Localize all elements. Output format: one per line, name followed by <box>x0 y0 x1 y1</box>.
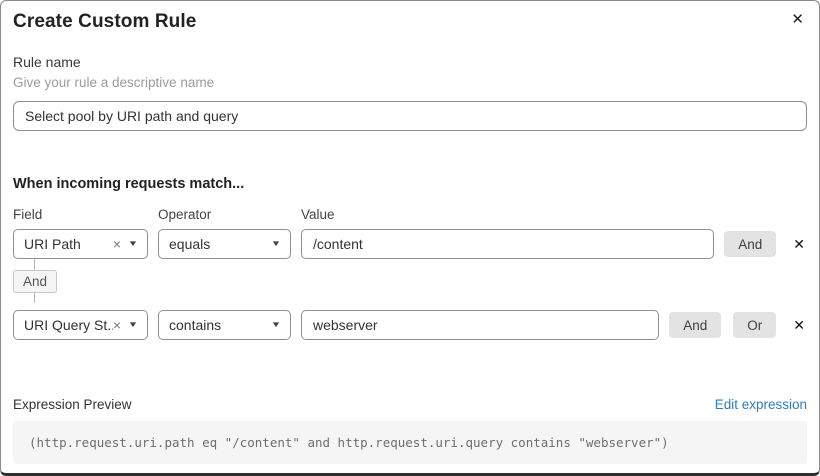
expression-code: (http.request.uri.path eq "/content" and… <box>13 421 807 464</box>
match-heading: When incoming requests match... <box>13 176 245 192</box>
row-connector: And <box>13 259 807 303</box>
remove-row-icon[interactable]: ✕ <box>793 236 805 252</box>
field-select[interactable]: URI Path × ▼ <box>13 229 148 259</box>
operator-select[interactable]: equals ▼ <box>158 229 291 259</box>
close-icon[interactable]: ✕ <box>791 11 804 28</box>
clear-icon[interactable]: × <box>112 236 122 252</box>
rule-row: URI Query St... × ▼ contains ▼ And Or ✕ <box>13 310 807 340</box>
remove-row-icon[interactable]: ✕ <box>793 317 805 333</box>
connector-and-badge[interactable]: And <box>13 269 58 293</box>
chevron-down-icon: ▼ <box>127 239 139 248</box>
rule-name-input[interactable] <box>13 101 807 131</box>
edit-expression-link[interactable]: Edit expression <box>714 397 807 412</box>
operator-select-value: contains <box>169 317 222 333</box>
rule-name-label: Rule name <box>13 54 81 70</box>
chevron-down-icon: ▼ <box>270 239 282 248</box>
expression-preview-header: Expression Preview Edit expression <box>13 397 807 412</box>
column-labels: Field Operator Value <box>13 207 807 222</box>
expression-preview-label: Expression Preview <box>13 397 132 412</box>
field-select[interactable]: URI Query St... × ▼ <box>13 310 148 340</box>
rule-row: URI Path × ▼ equals ▼ And ✕ <box>13 229 807 259</box>
add-and-button[interactable]: And <box>724 231 777 257</box>
field-select-value: URI Query St... <box>24 317 113 333</box>
dialog-title: Create Custom Rule <box>13 11 197 32</box>
add-and-button[interactable]: And <box>669 312 722 338</box>
clear-icon[interactable]: × <box>112 317 122 333</box>
field-column-label: Field <box>13 207 43 222</box>
operator-select-value: equals <box>169 236 211 252</box>
rule-name-hint: Give your rule a descriptive name <box>13 75 215 90</box>
chevron-down-icon: ▼ <box>270 320 282 329</box>
value-column-label: Value <box>301 207 335 222</box>
chevron-down-icon: ▼ <box>127 320 139 329</box>
value-input[interactable] <box>301 310 660 340</box>
value-input[interactable] <box>301 229 715 259</box>
operator-select[interactable]: contains ▼ <box>158 310 291 340</box>
field-select-value: URI Path <box>24 236 81 252</box>
add-or-button[interactable]: Or <box>733 312 777 338</box>
operator-column-label: Operator <box>158 207 212 222</box>
